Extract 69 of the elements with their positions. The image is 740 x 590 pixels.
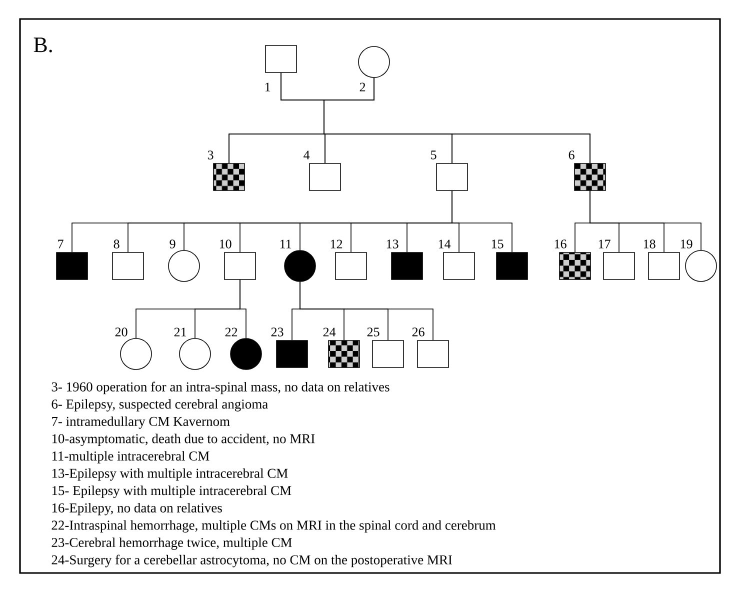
pedigree-line [452,190,512,252]
note-text: 7- intramedullary CM Kavernom [52,416,230,429]
number-label: 3 [208,150,214,160]
circle-symbol [230,338,262,370]
square-symbol [574,163,606,191]
number-label: 25 [367,328,380,336]
note-text: 13-Epilepsy with multiple intracerebral CM [52,468,288,481]
square-symbol [309,163,341,191]
number-label: 7 [58,240,64,248]
square-symbol [417,340,449,368]
circle-symbol [168,250,200,282]
note-text: 22-Intraspinal hemorrhage, multiple CMs on MRI in the spinal cord and cerebrum [52,520,496,533]
number-label: 18 [644,240,656,248]
square-symbol [276,340,308,368]
number-label: 20 [115,328,128,336]
circle-symbol [685,250,717,282]
square-symbol [335,252,367,280]
square-symbol [391,252,423,280]
pedigree-line [590,190,702,250]
note-text: 23-Cerebral hemorrhage twice, multiple CM [52,538,292,550]
pedigree-line [324,78,590,164]
number-label: 24 [323,328,336,336]
square-symbol [443,252,475,280]
number-label: 8 [114,240,120,248]
number-label: 14 [438,240,451,248]
number-label: 6 [568,150,574,160]
number-label: 16 [554,240,566,248]
square-symbol [496,252,528,280]
number-label: 22 [225,328,238,336]
circle-symbol [284,250,316,282]
square-symbol [648,252,680,280]
number-label: 23 [271,328,284,336]
circle-symbol [358,46,390,78]
note-text: 24-Surgery for a cerebellar astrocytoma, no CM on the postoperative MRI [52,554,452,568]
square-symbol [224,252,256,280]
note-text: 16-Epilepy, no data on relatives [52,502,222,516]
square-symbol [112,252,144,280]
square-symbol [328,340,360,368]
square-symbol [372,340,404,368]
number-label: 11 [280,240,292,248]
number-label: 10 [220,240,232,248]
number-label: 9 [170,240,176,248]
number-label: 17 [598,240,610,248]
number-label: 26 [412,328,424,336]
square-symbol [213,163,245,191]
panel-letter: B. [34,38,52,52]
number-label: 5 [431,150,436,160]
square-symbol [56,252,88,280]
circle-symbol [179,338,211,370]
circle-symbol [120,338,152,370]
pedigree-line [240,280,246,338]
note-text: 11-multiple intracerebral CM [52,451,210,464]
square-symbol [603,252,635,280]
square-symbol [265,45,297,73]
note-text: 15- Epilepsy with multiple intracerebral CM [52,486,292,498]
square-symbol [436,163,468,191]
number-label: 4 [304,150,310,160]
pedigree-line [300,282,434,340]
square-symbol [559,252,591,280]
number-label: 19 [680,240,692,248]
note-text: 10-asymptomatic, death due to accident, no MRI [52,434,315,446]
number-label: 2 [360,82,366,92]
note-text: 3- 1960 operation for an intra-spinal mass, no data on relatives [52,382,390,394]
number-label: 1 [265,82,270,92]
number-label: 21 [174,328,186,336]
number-label: 13 [386,240,398,248]
number-label: 12 [330,240,342,248]
number-label: 15 [492,240,504,248]
note-text: 6- Epilepsy, suspected cerebral angioma [52,399,268,412]
